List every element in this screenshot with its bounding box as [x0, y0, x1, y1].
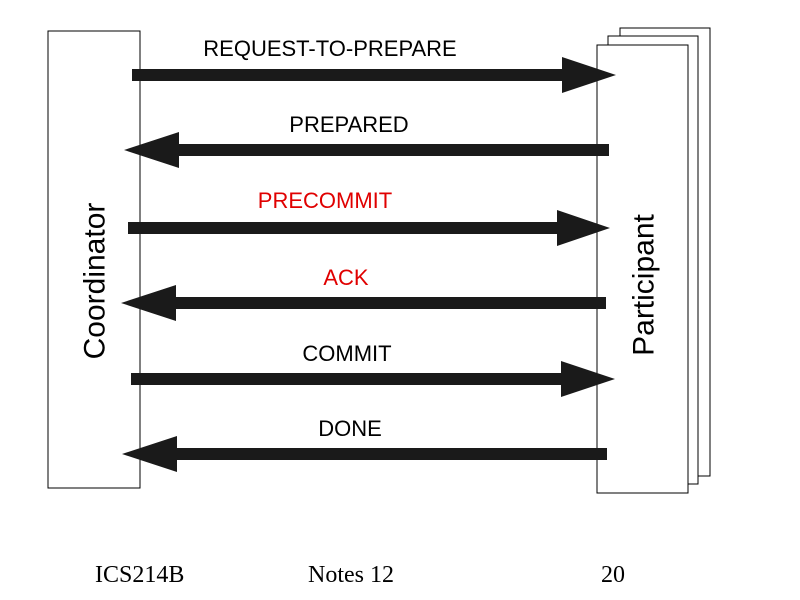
participant-label: Participant: [628, 213, 661, 355]
footer-course: ICS214B: [95, 562, 185, 588]
arrow-commit: [131, 361, 615, 397]
footer-notes: Notes 12: [308, 562, 394, 588]
arrow-request-to-prepare: [132, 57, 616, 93]
coordinator-box: [47, 30, 141, 489]
arrow-precommit: [128, 210, 610, 246]
footer-page-number: 20: [601, 562, 625, 588]
message-label-request-to-prepare: REQUEST-TO-PREPARE: [203, 36, 456, 61]
message-arrows: REQUEST-TO-PREPARE PREPARED PRECOMMIT AC…: [121, 36, 616, 472]
message-label-commit: COMMIT: [302, 341, 391, 366]
arrow-done: [122, 436, 607, 472]
coordinator-label: Coordinator: [79, 203, 112, 360]
arrow-prepared: [124, 132, 609, 168]
participant-box: [596, 44, 689, 494]
message-label-ack: ACK: [323, 265, 369, 290]
message-label-precommit: PRECOMMIT: [258, 188, 392, 213]
message-label-prepared: PREPARED: [289, 112, 408, 137]
message-label-done: DONE: [318, 416, 382, 441]
arrow-ack: [121, 285, 606, 321]
